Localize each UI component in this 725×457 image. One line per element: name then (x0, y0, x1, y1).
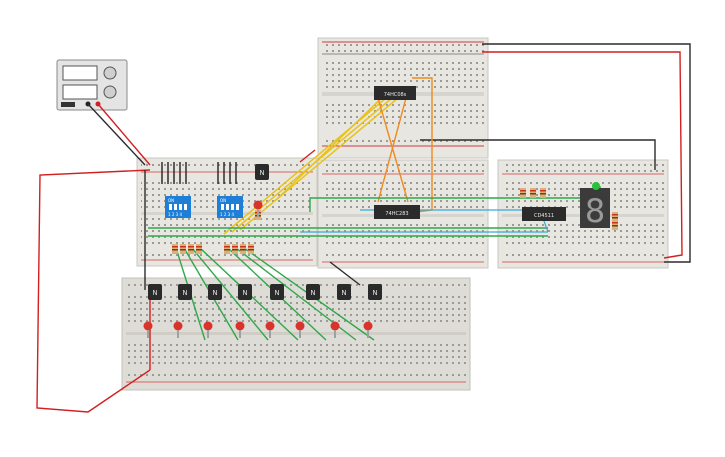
dip-switch-2-numbers: 1 2 3 4 (220, 212, 234, 217)
resistor[interactable] (180, 244, 186, 254)
dip-switch-1[interactable]: ON 1 2 3 4 (165, 196, 191, 218)
resistor[interactable] (240, 244, 246, 254)
transistor[interactable]: N (208, 284, 222, 300)
led-red[interactable] (265, 321, 275, 339)
led-green[interactable] (592, 182, 600, 190)
transistor-label: N (259, 169, 264, 177)
power-supply[interactable] (56, 59, 128, 111)
chip-right[interactable]: CD4511 (522, 207, 566, 221)
dip-switch-2[interactable]: ON 1 2 3 4 (217, 196, 243, 218)
led-red[interactable] (235, 321, 245, 339)
transistor[interactable]: N (306, 284, 320, 300)
transistor-label: N (341, 289, 346, 297)
resistor[interactable] (224, 244, 230, 254)
led-red[interactable] (143, 321, 153, 339)
chip-right-label: CD4511 (534, 213, 554, 219)
transistor[interactable]: N (337, 284, 351, 300)
transistor[interactable]: N (255, 164, 269, 180)
transistor-label: N (372, 289, 377, 297)
chip-middle[interactable]: 74HC283 (374, 205, 420, 219)
transistor-label: N (242, 289, 247, 297)
led-red[interactable] (295, 321, 305, 339)
dip-switch-1-header: ON (168, 198, 174, 203)
transistor[interactable]: N (368, 284, 382, 300)
wires-red (36, 51, 683, 413)
transistor[interactable]: N (270, 284, 284, 300)
wires-black (87, 43, 691, 290)
resistor[interactable] (232, 244, 238, 254)
seven-segment-display: 8 (580, 188, 610, 230)
breadboard-top (317, 37, 489, 159)
transistor-label: N (152, 289, 157, 297)
resistor[interactable] (612, 212, 618, 222)
led-red[interactable] (253, 200, 263, 218)
resistor[interactable] (188, 244, 194, 254)
resistor[interactable] (248, 244, 254, 254)
resistor[interactable] (612, 220, 618, 230)
transistor-label: N (274, 289, 279, 297)
resistor[interactable] (530, 188, 536, 198)
resistor[interactable] (520, 188, 526, 198)
transistor[interactable]: N (178, 284, 192, 300)
seven-segment-digit: 8 (585, 192, 605, 230)
resistor[interactable] (540, 188, 546, 198)
transistor[interactable]: N (148, 284, 162, 300)
transistor-label: N (212, 289, 217, 297)
transistors: N N N N N N N N N (148, 164, 382, 300)
transistor[interactable]: N (238, 284, 252, 300)
leds (143, 182, 600, 339)
chip-middle-label: 74HC283 (385, 211, 408, 217)
transistor-label: N (310, 289, 315, 297)
resistors (172, 188, 618, 254)
chip-top[interactable]: 74HC08s (374, 86, 416, 100)
dip-switch-2-header: ON (220, 198, 226, 203)
led-red[interactable] (363, 321, 373, 339)
resistor[interactable] (196, 244, 202, 254)
transistor-label: N (182, 289, 187, 297)
led-red[interactable] (330, 321, 340, 339)
led-red[interactable] (203, 321, 213, 339)
resistor[interactable] (172, 244, 178, 254)
chip-top-label: 74HC08s (384, 92, 407, 98)
led-red[interactable] (173, 321, 183, 339)
dip-switch-1-numbers: 1 2 3 4 (168, 212, 182, 217)
header-pins (161, 162, 237, 184)
wires-green (148, 186, 601, 341)
